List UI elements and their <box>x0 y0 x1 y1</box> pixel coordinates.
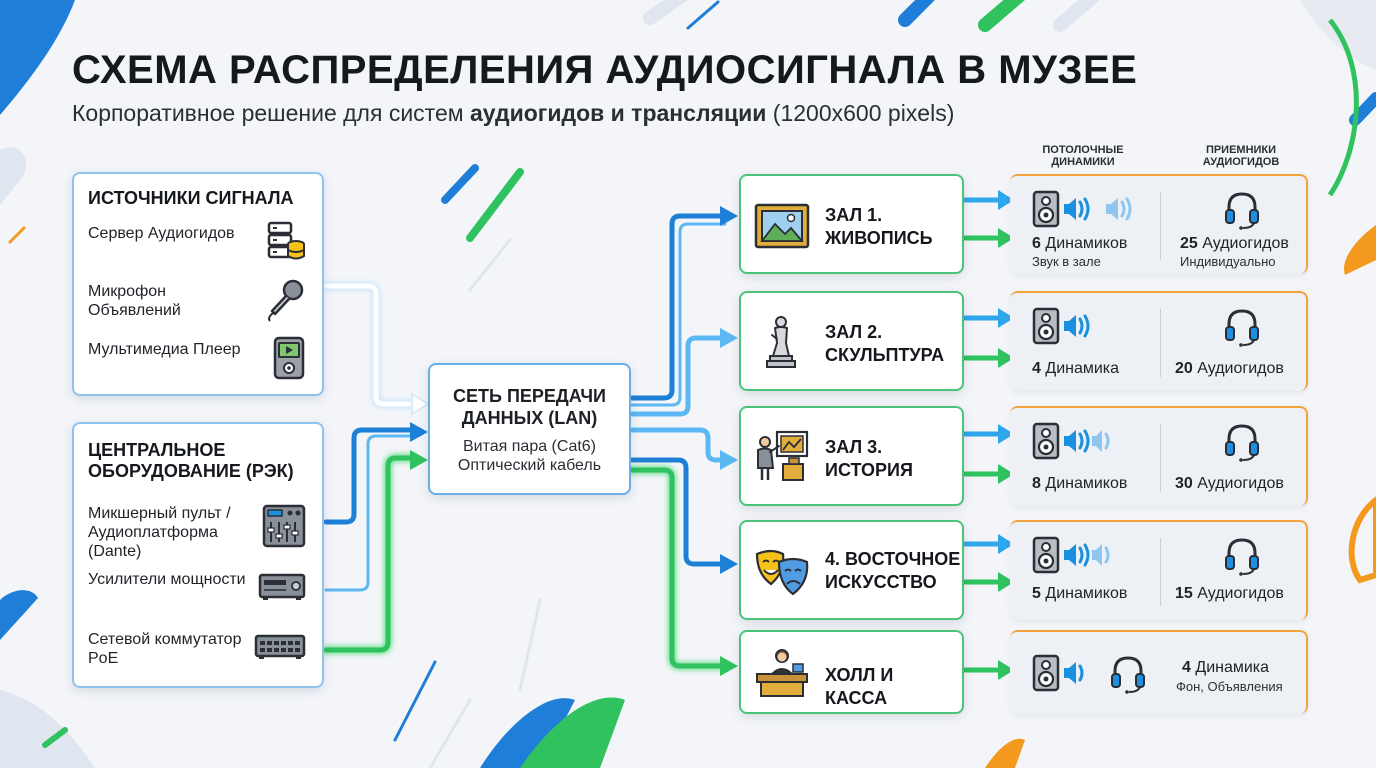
hall-1-label: ЗАЛ 1. ЖИВОПИСЬ <box>825 205 933 248</box>
speaker-count-number: 4 <box>1182 659 1191 676</box>
source-label-media-player: Мультимедиа Плеер <box>88 341 241 358</box>
speaker-count-number: 8 <box>1032 475 1041 492</box>
page-subtitle: Корпоративное решение для систем аудиоги… <box>72 100 954 127</box>
speaker-count-word: Динамиков <box>1040 235 1128 252</box>
speaker-count-word: Динамиков <box>1040 475 1128 492</box>
subtitle-suffix: (1200x600 pixels) <box>766 100 955 126</box>
speaker-count: 8 Динамиков <box>1032 474 1127 493</box>
speaker-count: 6 Динамиков <box>1032 234 1127 253</box>
ceiling-speaker-icon <box>1032 654 1102 697</box>
signal-sources-title: ИСТОЧНИКИ СИГНАЛА <box>88 188 294 208</box>
rack-label-mixer: Микшерный пульт / Аудиоплатформа (Dante) <box>88 505 231 560</box>
audioguide-count-number: 20 <box>1175 360 1193 377</box>
output-row-lobby: 4 Динамика Фон, Объявления <box>1010 630 1308 714</box>
output-divider <box>1160 309 1161 377</box>
column-header-speakers: ПОТОЛОЧНЫЕ ДИНАМИКИ <box>1042 144 1124 168</box>
output-row-hall-1: 6 Динамиков Звук в зале 25 Аудиогидов Ин… <box>1010 174 1308 274</box>
lan-title: СЕТЬ ПЕРЕДАЧИ ДАННЫХ (LAN) <box>453 386 606 428</box>
hall-1-painting: ЗАЛ 1. ЖИВОПИСЬ <box>739 174 964 274</box>
audioguide-count: 15 Аудиогидов <box>1175 584 1284 603</box>
theater-masks-icon <box>753 546 811 598</box>
audioguide-count: 20 Аудиогидов <box>1175 359 1284 378</box>
rack-label-amplifiers: Усилители мощности <box>88 571 246 588</box>
lan-cable-twisted-pair: Витая пара (Cat6) <box>462 438 597 455</box>
statue-icon <box>753 316 811 369</box>
output-divider <box>1160 538 1161 606</box>
central-rack-title: ЦЕНТРАЛЬНОЕ ОБОРУДОВАНИЕ (РЭК) <box>88 440 294 481</box>
mixer-icon <box>262 504 306 553</box>
history-presenter-icon <box>753 430 811 484</box>
speaker-count-word: Динамика <box>1190 659 1270 676</box>
subtitle-highlight: аудиогидов и трансляции <box>469 100 767 126</box>
subtitle-prefix: Корпоративное решение для систем <box>72 100 470 126</box>
lan-network-panel: СЕТЬ ПЕРЕДАЧИ ДАННЫХ (LAN) Витая пара (C… <box>428 363 631 495</box>
headphones-icon <box>1224 307 1260 352</box>
output-row-hall-2: 4 Динамика 20 Аудиогидов <box>1010 291 1308 391</box>
signal-sources-panel: ИСТОЧНИКИ СИГНАЛА Сервер Аудиогидов Микр… <box>72 172 324 396</box>
output-row-hall-3: 8 Динамиков 30 Аудиогидов <box>1010 406 1308 506</box>
speaker-count-word: Динамика <box>1040 360 1120 377</box>
headphones-icon <box>1224 536 1260 581</box>
audioguide-count-word: Аудиогидов <box>1192 585 1284 602</box>
hall-4-oriental-art: 4. ВОСТОЧНОЕ ИСКУССТВО <box>739 520 964 620</box>
speaker-count-number: 5 <box>1032 585 1041 602</box>
audioguide-count-number: 30 <box>1175 475 1193 492</box>
hall-3-label: ЗАЛ 3. ИСТОРИЯ <box>825 437 913 480</box>
network-switch-icon <box>254 632 306 667</box>
audioguide-count-number: 15 <box>1175 585 1193 602</box>
hall-5-label: ХОЛЛ И КАССА <box>825 665 894 708</box>
hall-4-label: 4. ВОСТОЧНОЕ ИСКУССТВО <box>825 549 961 592</box>
speaker-note: Звук в зале <box>1032 254 1101 269</box>
source-label-server: Сервер Аудиогидов <box>88 225 235 242</box>
output-divider <box>1160 192 1161 260</box>
audioguide-count-word: Аудиогидов <box>1197 235 1289 252</box>
audioguide-count: 25 Аудиогидов <box>1180 234 1289 253</box>
audioguide-count-word: Аудиогидов <box>1192 475 1284 492</box>
source-label-microphone: Микрофон Объявлений <box>88 283 181 319</box>
audioguide-count-number: 25 <box>1180 235 1198 252</box>
output-row-hall-4: 5 Динамиков 15 Аудиогидов <box>1010 520 1308 620</box>
rack-label-poe-switch: Сетевой коммутатор PoE <box>88 631 242 667</box>
microphone-icon <box>264 278 306 327</box>
speaker-count: 4 Динамика <box>1182 658 1269 677</box>
hall-2-sculpture: ЗАЛ 2. СКУЛЬПТУРА <box>739 291 964 391</box>
painting-icon <box>753 200 811 252</box>
audioguide-note: Индивидуально <box>1180 254 1276 269</box>
speaker-count: 4 Динамика <box>1032 359 1119 378</box>
headphones-icon <box>1224 422 1260 467</box>
headphones-icon <box>1224 190 1260 235</box>
speaker-count-number: 6 <box>1032 235 1041 252</box>
speaker-count: 5 Динамиков <box>1032 584 1127 603</box>
server-database-icon <box>266 220 306 267</box>
hall-3-history: ЗАЛ 3. ИСТОРИЯ <box>739 406 964 506</box>
hall-lobby-cashier: ХОЛЛ И КАССА <box>739 630 964 714</box>
ceiling-speaker-icon <box>1032 190 1142 233</box>
ceiling-speaker-icon <box>1032 307 1102 350</box>
ceiling-speaker-icon <box>1032 536 1116 579</box>
headphones-icon <box>1110 654 1146 701</box>
cashier-desk-icon <box>753 644 811 697</box>
speaker-count-word: Динамиков <box>1040 585 1128 602</box>
amplifier-icon <box>258 572 306 607</box>
media-player-icon <box>272 336 306 385</box>
lan-cable-optical: Оптический кабель <box>457 457 602 474</box>
column-header-receivers: ПРИЕМНИКИ АУДИОГИДОВ <box>1202 144 1280 168</box>
ceiling-speaker-icon <box>1032 422 1116 465</box>
speaker-count-number: 4 <box>1032 360 1041 377</box>
audioguide-count: 30 Аудиогидов <box>1175 474 1284 493</box>
central-rack-panel: ЦЕНТРАЛЬНОЕ ОБОРУДОВАНИЕ (РЭК) Микшерный… <box>72 422 324 688</box>
audioguide-count-word: Аудиогидов <box>1192 360 1284 377</box>
page-title: СХЕМА РАСПРЕДЕЛЕНИЯ АУДИОСИГНАЛА В МУЗЕЕ <box>72 48 1138 92</box>
speaker-note: Фон, Объявления <box>1176 679 1283 694</box>
output-divider <box>1160 424 1161 492</box>
hall-2-label: ЗАЛ 2. СКУЛЬПТУРА <box>825 322 945 365</box>
